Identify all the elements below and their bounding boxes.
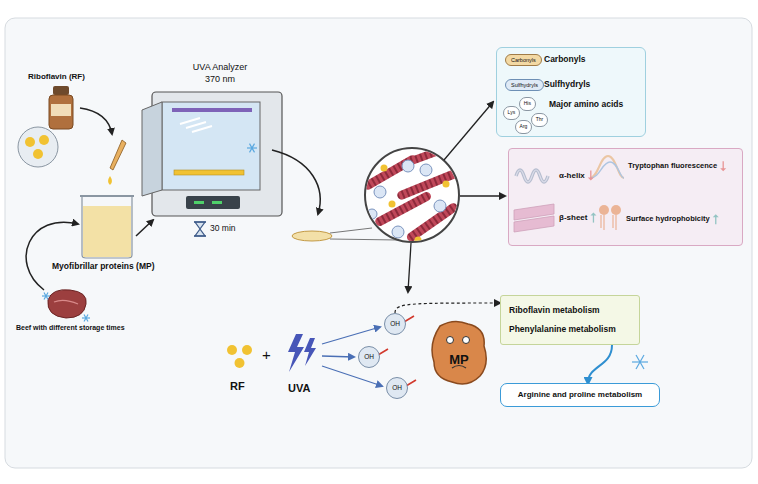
node-text: Lys	[508, 110, 516, 116]
node-text: Carbonyls	[544, 55, 586, 65]
node-text: Riboflavin metabolism	[509, 306, 600, 316]
sulfhydryl-pill: Sulfhydryls	[505, 79, 544, 91]
snowflake	[250, 144, 255, 153]
node-text: His	[524, 101, 531, 107]
snowflake	[84, 315, 88, 322]
hydroxyl-radical: OH	[358, 346, 380, 368]
node-text: Arginine and proline metabolism	[518, 390, 642, 399]
wavelength-label: 370 nm	[180, 74, 260, 84]
connector	[395, 303, 500, 313]
amino-acid-circle: His	[519, 97, 536, 111]
node-text: OH	[390, 320, 400, 327]
snowflake	[636, 355, 644, 369]
result-box: CarbonylsSulfhydrylsMajor amino acids Car…	[496, 47, 646, 137]
amino-acid-circle: Arg	[515, 120, 532, 134]
structure-box: α-helix Tryptophan fluorescence β-sheet Sur…	[508, 148, 743, 246]
snowflake	[44, 293, 48, 300]
reagent-label: RF	[230, 380, 245, 393]
snowflake	[44, 293, 48, 300]
hydroxyl-radical: OH	[384, 313, 406, 335]
node-text: Tryptophan fluorescence	[628, 162, 717, 171]
node-text: OH	[364, 353, 374, 360]
plus-sign: +	[262, 346, 271, 363]
instrument-label: UVA Analyzer	[180, 62, 260, 72]
amino-acid-circle: Thr	[531, 113, 548, 127]
node-text: OH	[392, 384, 402, 391]
node-text: α-helix	[559, 171, 585, 180]
carbonyl-pill: Carbonyls	[505, 54, 542, 66]
node-text: Surface hydrophobicity	[626, 215, 710, 224]
sample-label: Beef with different storage times	[16, 324, 125, 332]
node-text: β-sheet	[559, 213, 587, 222]
hydroxyl-radical: OH	[386, 377, 408, 399]
light-label: UVA	[288, 382, 310, 395]
node-text: Arg	[520, 124, 528, 130]
snowflake	[84, 315, 88, 322]
snowflake	[250, 144, 255, 153]
metabolism-box: Arginine and proline metabolism	[500, 383, 660, 407]
node-text: Phenylalanine metabolism	[509, 325, 616, 335]
node-text: Carbonyls	[511, 57, 536, 63]
sample-label: Myofibrillar proteins (MP)	[52, 262, 154, 272]
metabolism-box: Riboflavin metabolismPhenylalanine metab…	[500, 295, 640, 345]
node-text: Sulfhydryls	[544, 80, 590, 90]
reagent-label: Riboflavin (RF)	[28, 72, 85, 81]
snowflake	[636, 355, 644, 369]
time-label: 30 min	[210, 224, 236, 234]
protein-blob: MP	[428, 318, 490, 386]
node-text: MP	[449, 353, 469, 368]
connector	[588, 345, 612, 383]
node-text: Major amino acids	[549, 100, 623, 110]
node-text: Sulfhydryls	[511, 82, 538, 88]
node-text: Thr	[536, 117, 544, 123]
amino-acid-circle: Lys	[503, 106, 520, 120]
